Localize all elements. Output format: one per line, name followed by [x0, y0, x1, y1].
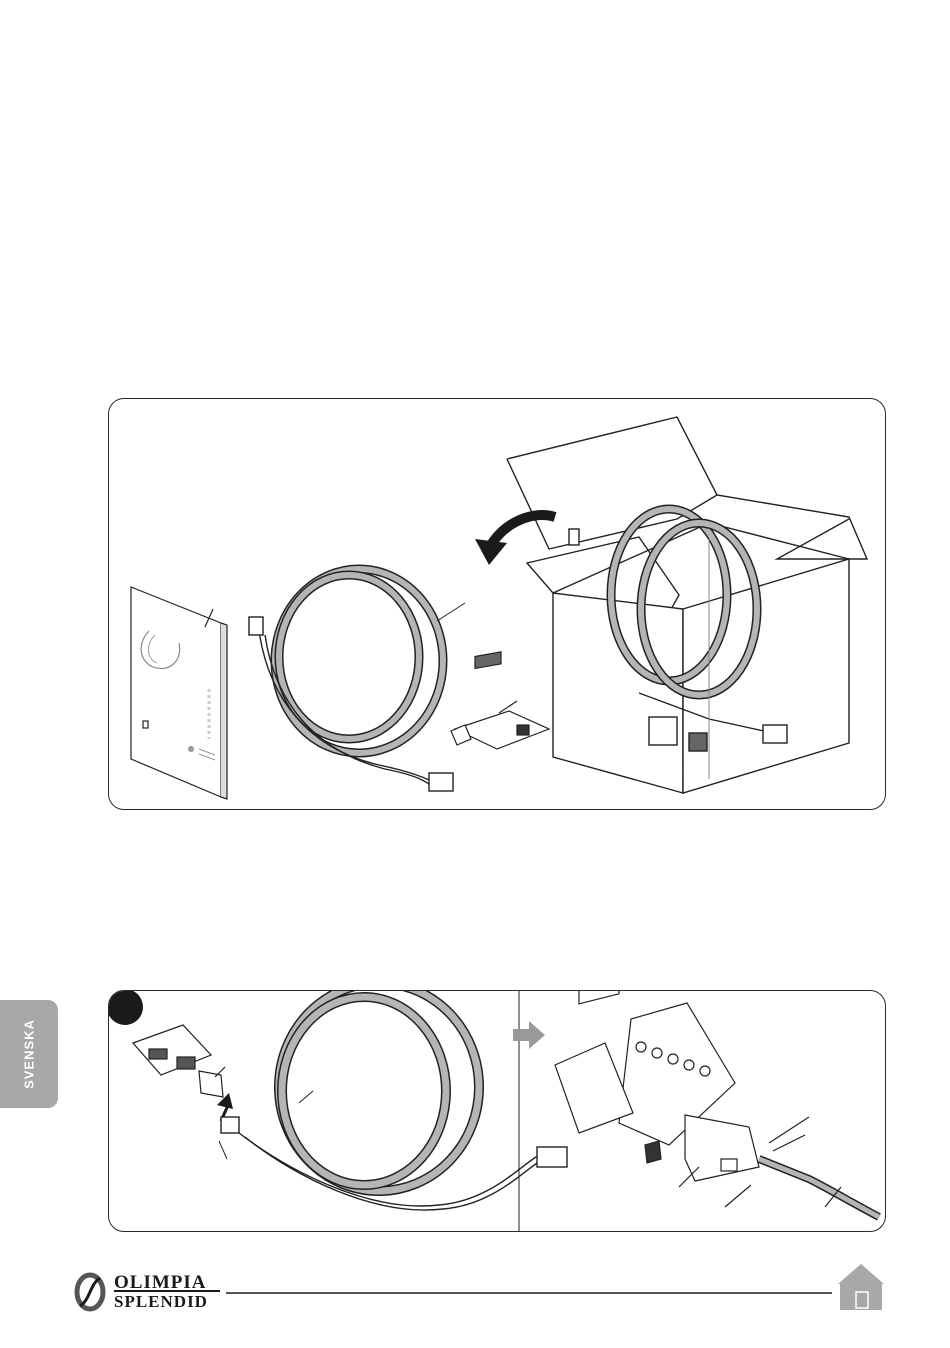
interface-board — [451, 652, 549, 749]
language-label: SVENSKA — [22, 1019, 37, 1089]
package-box — [507, 417, 867, 793]
installation-illustration — [108, 990, 886, 1232]
cable-with-connectors — [219, 991, 567, 1210]
home-icon — [834, 1262, 888, 1312]
home-button[interactable] — [834, 1262, 888, 1312]
kit-contents-drawing — [109, 399, 886, 810]
right-arrow-icon — [513, 1021, 545, 1049]
brand-logo: OLIMPIA SPLENDID — [70, 1270, 230, 1316]
unit-control-board — [555, 991, 879, 1217]
connection-cable-coil — [249, 569, 465, 791]
footer-divider — [226, 1292, 832, 1294]
language-tab: SVENSKA — [0, 1000, 58, 1108]
step-marker — [109, 991, 143, 1025]
brand-line2: SPLENDID — [114, 1292, 208, 1312]
installation-drawing — [109, 991, 886, 1232]
brand-mark — [70, 1272, 110, 1312]
kit-contents-illustration — [108, 398, 886, 810]
manual-booklet — [131, 587, 227, 799]
interface-board-small — [133, 1025, 225, 1097]
